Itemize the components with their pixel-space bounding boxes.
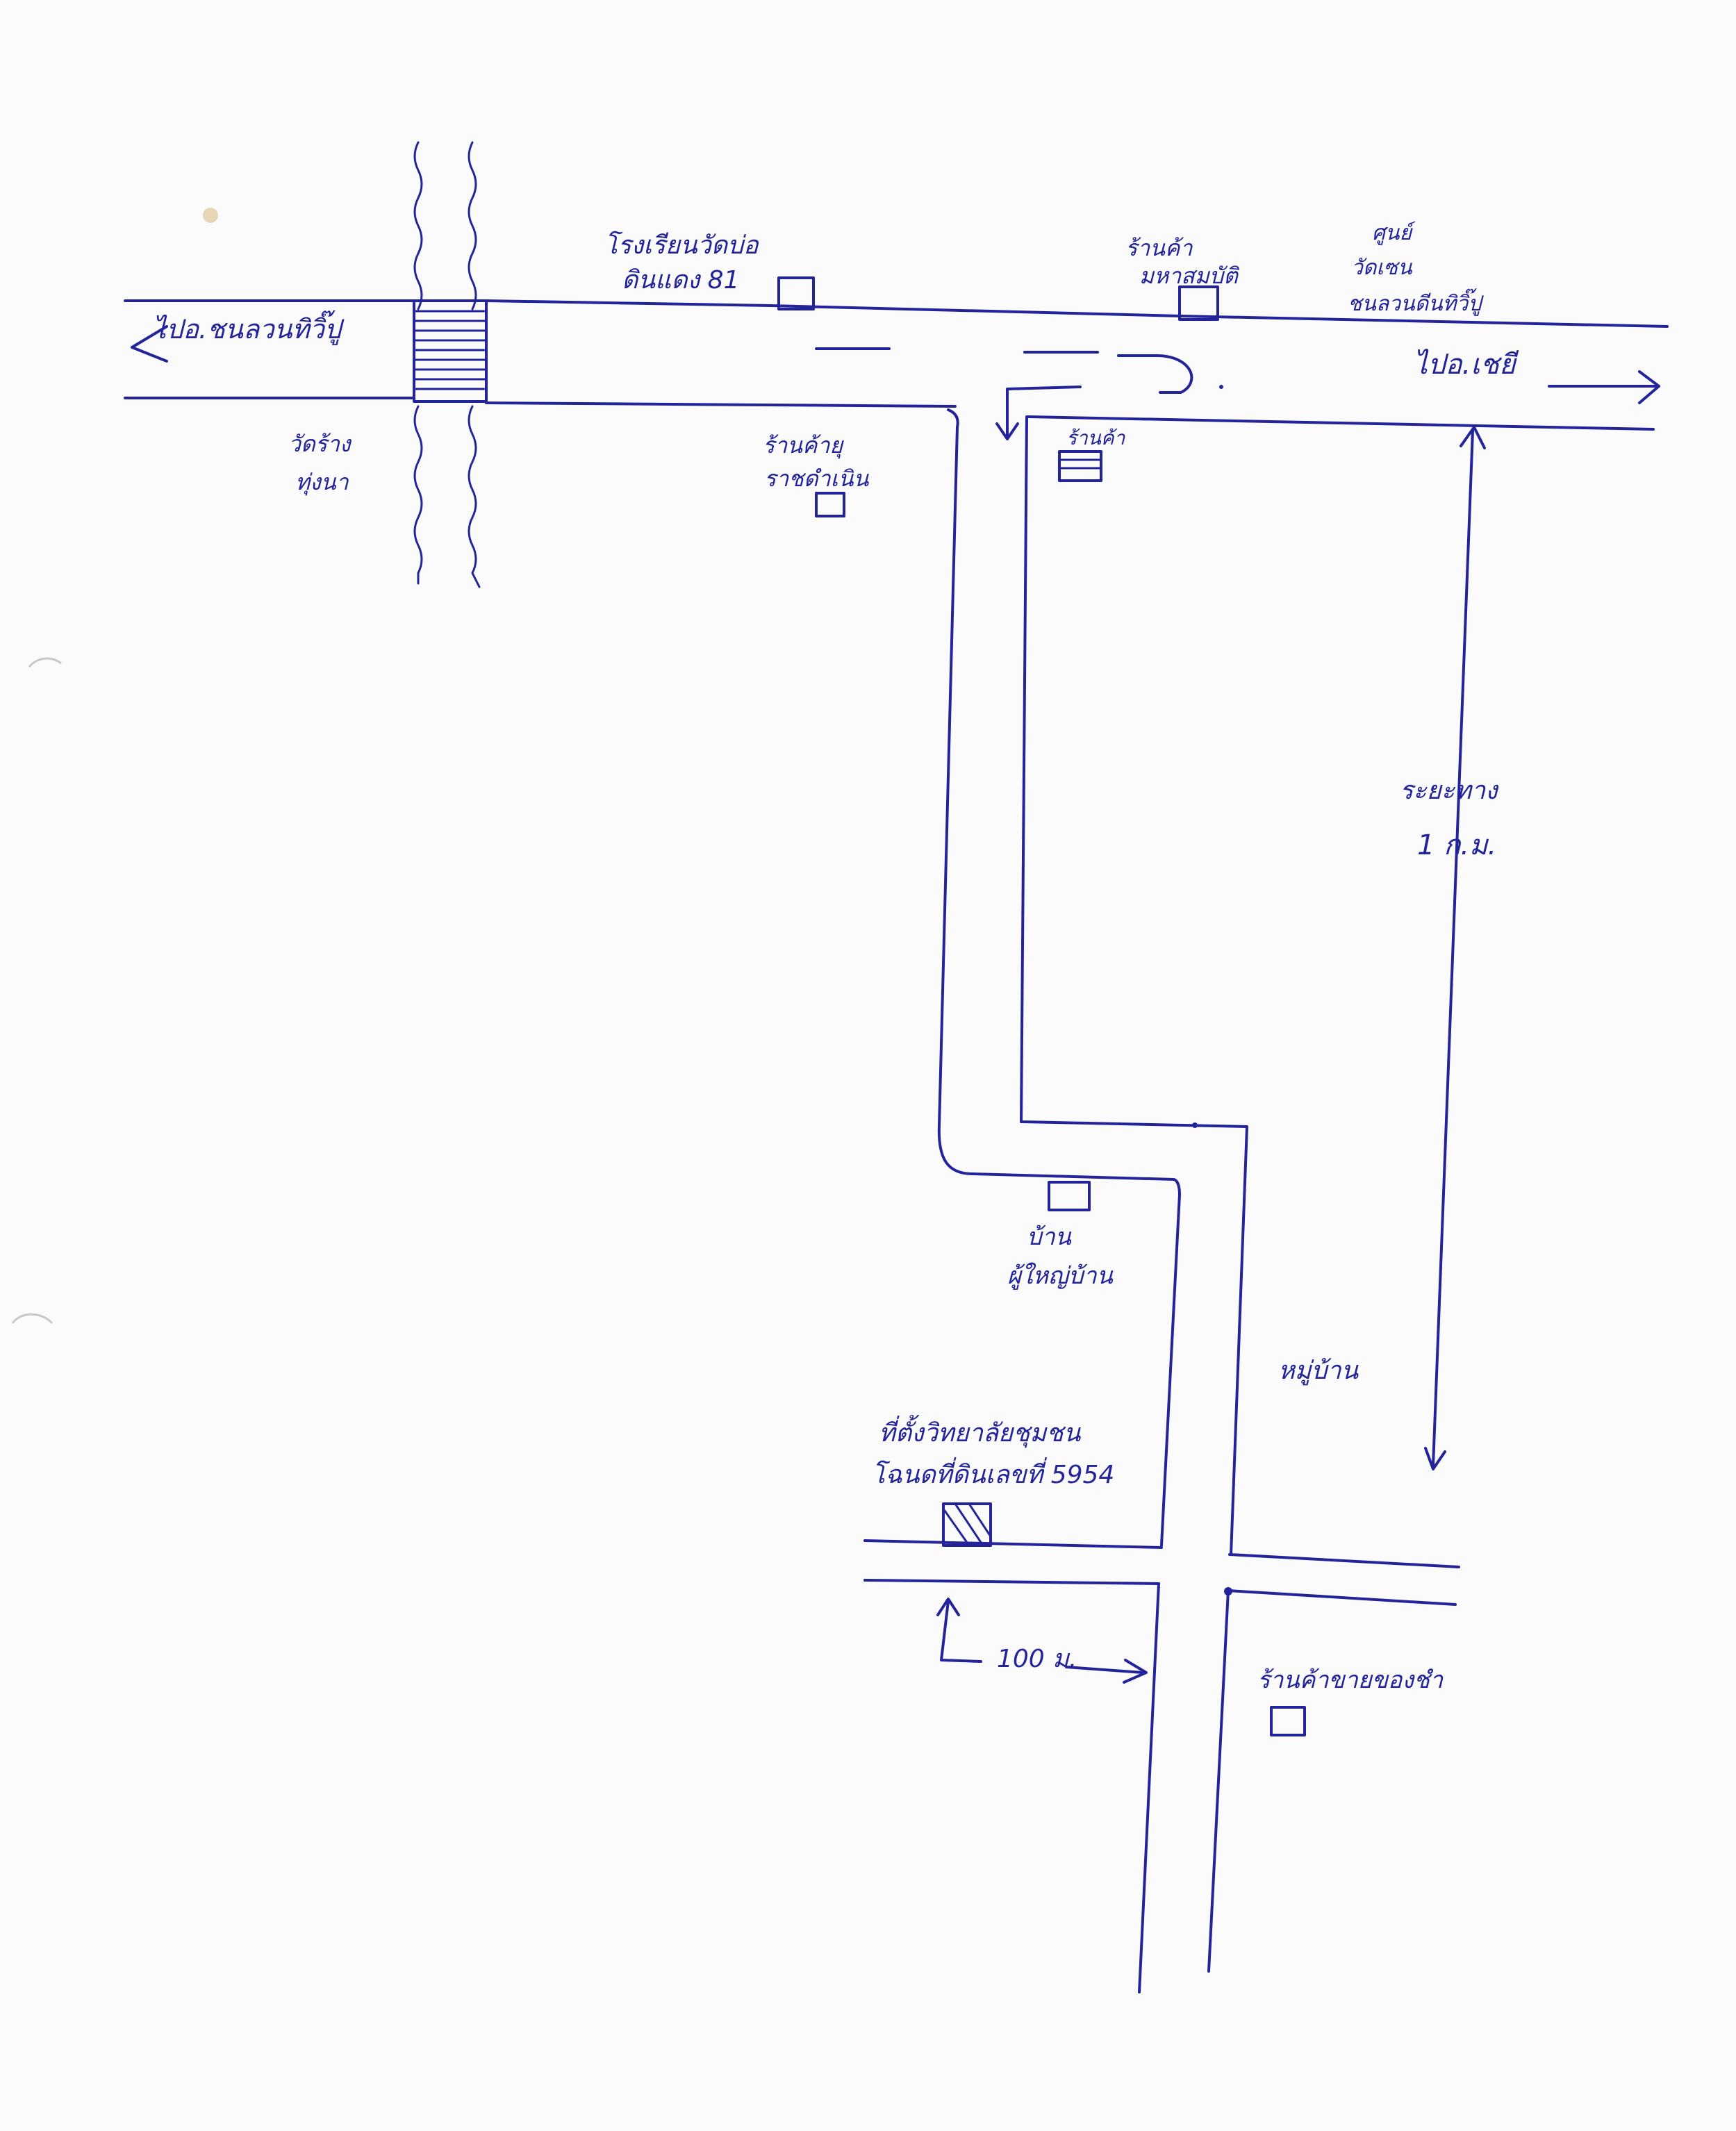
paper-stain xyxy=(203,208,218,223)
label-health-center: ศูนย์ xyxy=(1372,221,1416,245)
label-shop-top: ร้านค้า xyxy=(1125,235,1193,261)
label-to-east: ไปอ.เชยี xyxy=(1414,349,1519,381)
building-icon-shop-junction xyxy=(815,492,845,517)
label-target: ที่ตั้งวิทยาลัยชุมชน xyxy=(879,1414,1082,1448)
label-temple-bridge-line2: ทุ่งนา xyxy=(295,469,349,496)
direction-arrow-icon xyxy=(1548,370,1660,404)
label-shop-corner: ร้านค้า xyxy=(1066,426,1126,449)
direction-arrow-icon xyxy=(131,325,168,363)
building-icon-school xyxy=(777,276,815,310)
building-icon-house-middle xyxy=(1048,1181,1091,1211)
label-shop-junction: ร้านค้ายุ xyxy=(763,432,844,459)
bridge-icon xyxy=(413,299,488,403)
label-health-center-line2: วัดเซน xyxy=(1351,256,1413,280)
binder-hole-bottom xyxy=(11,1313,53,1325)
label-village: หมู่บ้าน xyxy=(1278,1357,1359,1386)
building-icon-shop-bottom xyxy=(1270,1706,1306,1736)
main-road xyxy=(124,299,1669,440)
label-distance: ระยะทาง xyxy=(1400,777,1499,805)
label-distance-100: 100 ม. xyxy=(997,1645,1077,1673)
label-to-west: ไปอ.ชนลวนทิวิ๊ปู xyxy=(153,310,345,345)
label-temple-bridge: วัดร้าง xyxy=(288,431,352,457)
side-road xyxy=(863,408,1460,1993)
label-school-line2: ดินแดง 81 xyxy=(622,266,739,295)
label-distance-value: 1 ก.ม. xyxy=(1417,829,1496,861)
building-icon-shop-top xyxy=(1178,285,1219,321)
target-plot-icon xyxy=(942,1502,992,1547)
label-target-line2: โฉนดที่ดินเลขที่ 5954 xyxy=(872,1457,1114,1489)
label-school: โรงเรียนวัดบ่อ xyxy=(604,231,759,260)
label-health-center-line3: ชนลวนดีนทิวิ๊ปู xyxy=(1348,288,1484,316)
distance-100-marker xyxy=(936,1598,1148,1684)
binder-hole-top xyxy=(28,657,62,668)
label-shop-junction-line2: ราชดำเนิน xyxy=(764,465,869,492)
label-house-middle: บ้าน xyxy=(1027,1223,1072,1251)
labels: ไปอ.ชนลวนทิวิ๊ปู โรงเรียนวัดบ่อ ดินแดง 8… xyxy=(153,221,1519,1694)
label-shop-bottom: ร้านค้าขายของชำ xyxy=(1257,1666,1444,1694)
label-shop-top-line2: มหาสมบัติ xyxy=(1139,263,1240,289)
distance-marker xyxy=(1424,426,1486,1470)
canal xyxy=(413,141,481,588)
building-icon-shop-corner xyxy=(1058,450,1102,482)
label-house-middle-line2: ผู้ใหญ่บ้าน xyxy=(1007,1262,1114,1290)
